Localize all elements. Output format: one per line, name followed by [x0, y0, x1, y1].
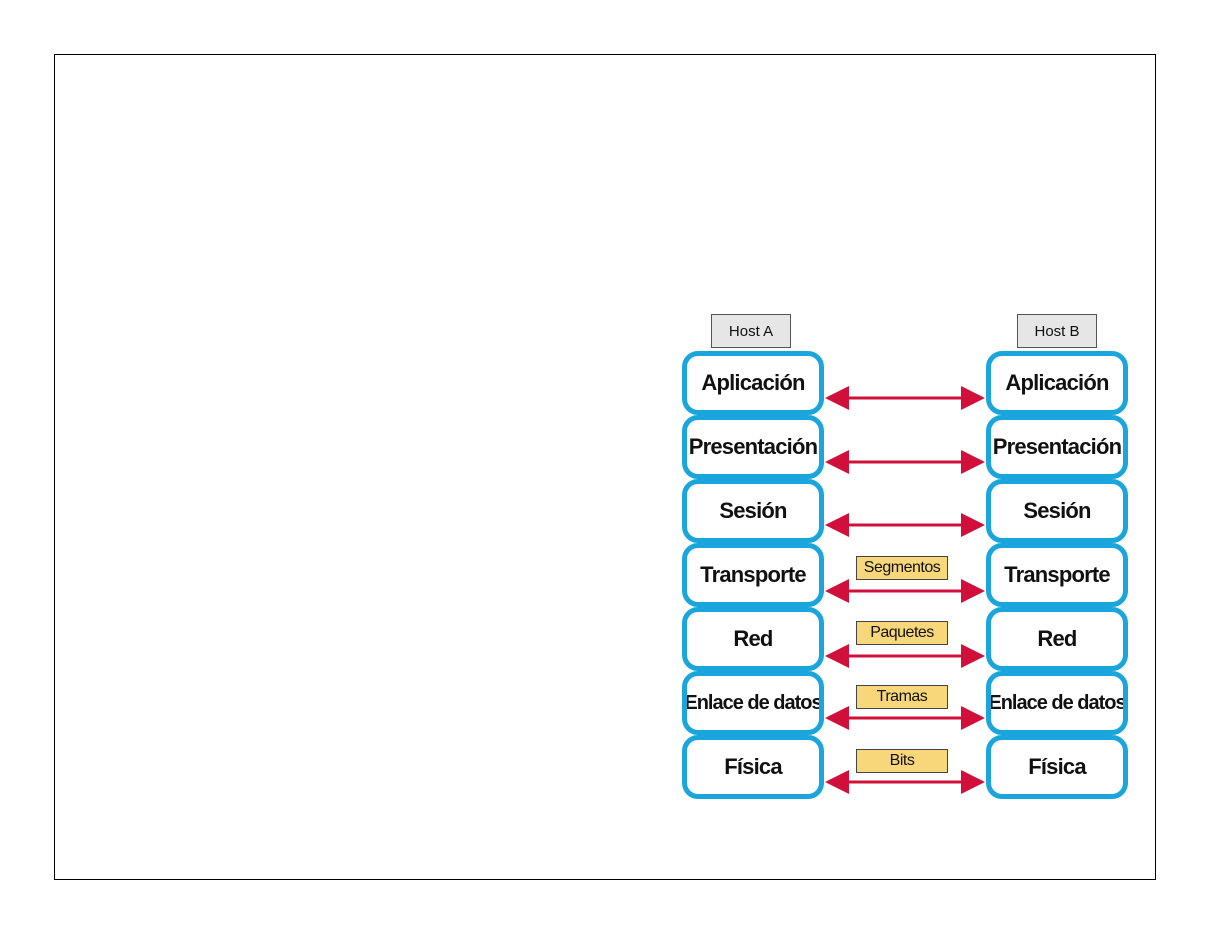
host-a-layer-red: Red: [682, 607, 824, 671]
host-b-layer-enlace: Enlace de datos: [986, 671, 1128, 735]
host-a-layer-fisica: Física: [682, 735, 824, 799]
host-b-layer-transporte: Transporte: [986, 543, 1128, 607]
host-b-layer-red: Red: [986, 607, 1128, 671]
host-b-stack: Aplicación Presentación Sesión Transport…: [986, 351, 1128, 799]
host-a-layer-enlace: Enlace de datos: [682, 671, 824, 735]
host-b-layer-aplicacion: Aplicación: [986, 351, 1128, 415]
host-a-layer-aplicacion: Aplicación: [682, 351, 824, 415]
host-b-layer-presentacion: Presentación: [986, 415, 1128, 479]
pdu-segmentos: Segmentos: [856, 556, 948, 580]
pdu-tramas: Tramas: [856, 685, 948, 709]
host-a-layer-sesion: Sesión: [682, 479, 824, 543]
host-b-layer-fisica: Física: [986, 735, 1128, 799]
pdu-bits: Bits: [856, 749, 948, 773]
host-a-layer-transporte: Transporte: [682, 543, 824, 607]
pdu-paquetes: Paquetes: [856, 621, 948, 645]
host-b-layer-sesion: Sesión: [986, 479, 1128, 543]
host-a-layer-presentacion: Presentación: [682, 415, 824, 479]
host-a-label: Host A: [711, 314, 791, 348]
host-b-label: Host B: [1017, 314, 1097, 348]
host-a-stack: Aplicación Presentación Sesión Transport…: [682, 351, 824, 799]
